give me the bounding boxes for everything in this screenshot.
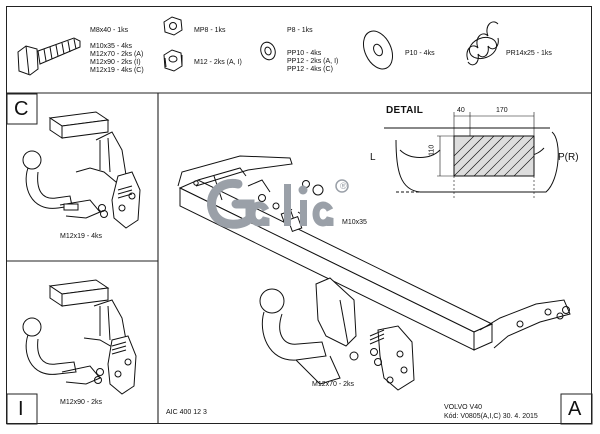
panel-a-letter: A <box>568 398 582 420</box>
nut-label-1: MP8 - 1ks <box>194 27 226 34</box>
galia-logo <box>207 178 349 229</box>
bolt-label-1: M8x40 - 1ks <box>90 27 129 34</box>
panel-c-letter: C <box>14 98 29 120</box>
nut-label-2: M12 - 2ks (A, I) <box>194 59 242 66</box>
footer-kod: Kód: V0805(A,I,C) 30. 4. 2015 <box>444 413 538 420</box>
towbar-c-drawing <box>22 111 141 229</box>
bolt-label-4: M12x90 - 2ks (I) <box>90 59 141 66</box>
bolt-icon <box>17 37 81 76</box>
washer-label-2: PP10 - 4ks <box>287 50 322 57</box>
panel-a-bolt-label-main: M10x35 <box>342 219 367 226</box>
drawing-frame <box>6 6 592 424</box>
washer-label-3: PP12 - 2ks (A, I) <box>287 58 339 65</box>
detail-drawing <box>384 112 559 198</box>
flat-washer-label: P10 - 4ks <box>405 50 435 57</box>
bolt-label-3: M12x70 - 2ks (A) <box>90 51 144 58</box>
spring-washer-icon <box>466 21 499 66</box>
detail-dim-side: 110 <box>428 144 436 156</box>
panel-c-bolt-label: M12x19 - 4ks <box>60 233 103 240</box>
washer-label-4: PP12 - 4ks (C) <box>287 66 333 73</box>
detail-dim-small: 40 <box>457 107 465 114</box>
bolt-label-5: M12x19 - 4ks (C) <box>90 67 144 74</box>
towbar-a-drawing <box>177 155 571 391</box>
detail-label-right: P(R) <box>558 152 579 163</box>
panel-i-letter: I <box>18 398 24 420</box>
bolt-label-2: M10x35 - 4ks <box>90 43 133 50</box>
detail-dim-large: 170 <box>496 107 508 114</box>
spring-washer-label: PR14x25 - 1ks <box>506 50 552 57</box>
towbar-i-drawing <box>22 279 137 395</box>
footer-code: AIC 400 12 3 <box>166 409 207 416</box>
footer-model: VOLVO V40 <box>444 404 483 411</box>
washer-icon <box>260 41 276 61</box>
detail-title: DETAIL <box>386 105 424 116</box>
panel-i-bolt-label: M12x90 - 2ks <box>60 399 103 406</box>
flat-washer-icon <box>362 30 394 70</box>
logo-registered-mark: ® <box>340 181 347 191</box>
panel-a-bolt-label-bottom: M12x70 - 2ks <box>312 381 355 388</box>
detail-label-left: L <box>370 152 376 163</box>
washer-label-1: P8 - 1ks <box>287 27 313 34</box>
nut-icon <box>163 16 183 72</box>
